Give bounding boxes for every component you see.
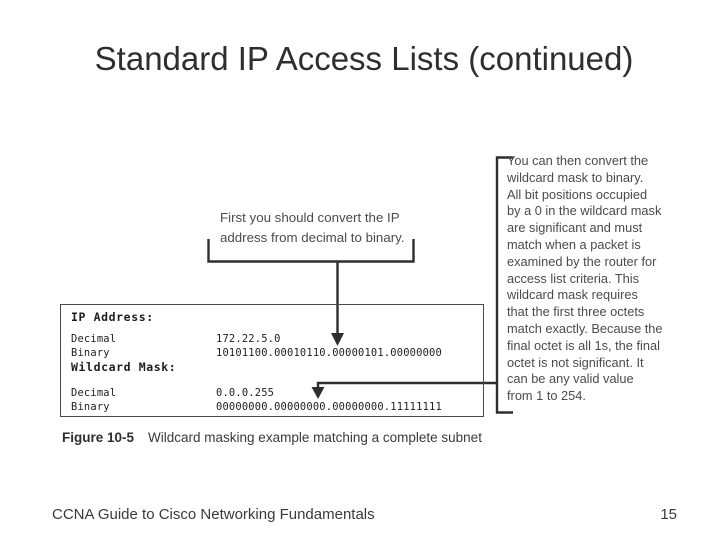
row-value: 00000000.00000000.00000000.11111111 [216, 401, 442, 413]
callout-right-line: final octet is all 1s, the final [507, 337, 660, 353]
figure-heading-ip-address: IP Address: [71, 310, 154, 324]
figure-caption: Figure 10-5 Wildcard masking example matc… [62, 430, 482, 445]
callout-right-line: examined by the router for [507, 253, 657, 269]
figure-caption-label: Figure 10-5 [62, 430, 135, 445]
callout-right-line: that the first three octets [507, 304, 645, 320]
figure-row: Decimal 172.22.5.0 [71, 332, 483, 346]
row-value: 172.22.5.0 [216, 333, 281, 345]
row-value: 10101100.00010110.00000101.00000000 [216, 347, 442, 359]
callout-right-line: from 1 to 254. [507, 388, 586, 404]
figure-row: Binary 00000000.00000000.00000000.111111… [71, 400, 483, 414]
callout-top-line: First you should convert the IP [220, 210, 400, 225]
figure-row: Binary 10101100.00010110.00000101.000000… [71, 346, 483, 360]
slide-title: Standard IP Access Lists (continued) [94, 40, 634, 77]
callout-right-line: are significant and must [507, 220, 643, 236]
callout-top: First you should convert the IP address … [220, 208, 405, 248]
row-label: Decimal [71, 387, 117, 399]
callout-right-line: by a 0 in the wildcard mask [507, 203, 662, 219]
callout-right-line: access list criteria. This [507, 270, 640, 286]
row-value: 0.0.0.255 [216, 387, 275, 399]
callout-right-line: can be any valid value [507, 371, 634, 387]
callout-right-line: match when a packet is [507, 236, 641, 252]
callout-right-line: wildcard mask to binary. [507, 169, 644, 185]
callout-right-line: You can then convert the [507, 153, 649, 168]
callout-right-line: All bit positions occupied [507, 186, 648, 202]
callout-right-line: octet is not significant. It [507, 354, 644, 370]
slide-footer: CCNA Guide to Cisco Networking Fundament… [0, 506, 728, 523]
callout-right: You can then convert the wildcard mask t… [507, 153, 663, 405]
callout-right-line: wildcard mask requires [507, 287, 638, 303]
footer-book-title: CCNA Guide to Cisco Networking Fundament… [52, 506, 375, 523]
figure-row: Decimal 0.0.0.255 [71, 386, 483, 400]
row-label: Binary [71, 347, 110, 359]
callout-right-line: match exactly. Because the [507, 320, 663, 336]
page-number: 15 [660, 506, 677, 523]
figure-caption-text: Wildcard masking example matching a comp… [148, 430, 482, 445]
row-label: Binary [71, 401, 110, 413]
figure-heading-wildcard-mask: Wildcard Mask: [71, 360, 177, 374]
callout-top-line: address from decimal to binary. [220, 230, 405, 245]
figure-box: IP Address: Decimal 172.22.5.0 Binary 10… [60, 304, 484, 417]
row-label: Decimal [71, 333, 117, 345]
